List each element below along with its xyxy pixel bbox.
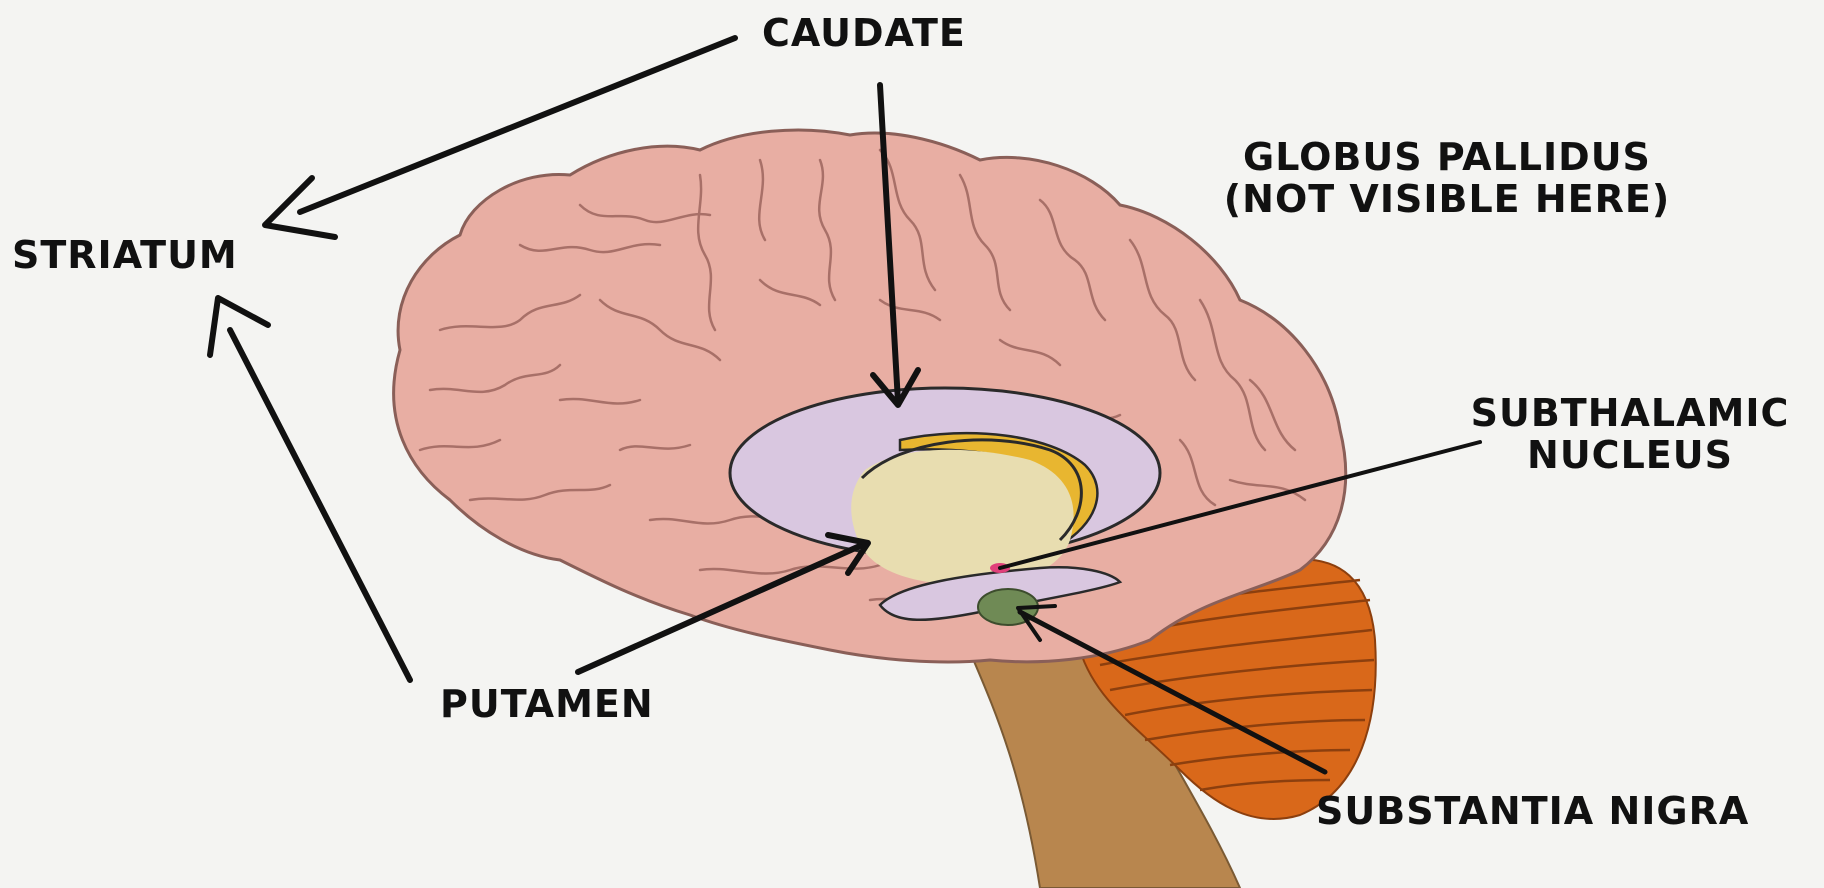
label-striatum: STRIATUM <box>12 234 238 276</box>
label-subthalamic-line2: NUCLEUS <box>1460 434 1800 476</box>
label-putamen: PUTAMEN <box>440 683 654 725</box>
label-globus-pallidus-line2: (NOT VISIBLE HERE) <box>1212 178 1682 220</box>
label-caudate: CAUDATE <box>762 12 966 54</box>
arrow-caudate-to-striatum-head <box>265 178 335 237</box>
label-subthalamic-line1: SUBTHALAMIC <box>1460 392 1800 434</box>
label-substantia-nigra: SUBSTANTIA NIGRA <box>1316 790 1749 832</box>
label-globus-pallidus-line1: GLOBUS PALLIDUS <box>1212 136 1682 178</box>
label-subthalamic-nucleus: SUBTHALAMIC NUCLEUS <box>1460 392 1800 476</box>
putamen-core <box>851 450 1073 585</box>
arrow-putamen-to-striatum <box>230 330 410 680</box>
label-globus-pallidus: GLOBUS PALLIDUS (NOT VISIBLE HERE) <box>1212 136 1682 220</box>
